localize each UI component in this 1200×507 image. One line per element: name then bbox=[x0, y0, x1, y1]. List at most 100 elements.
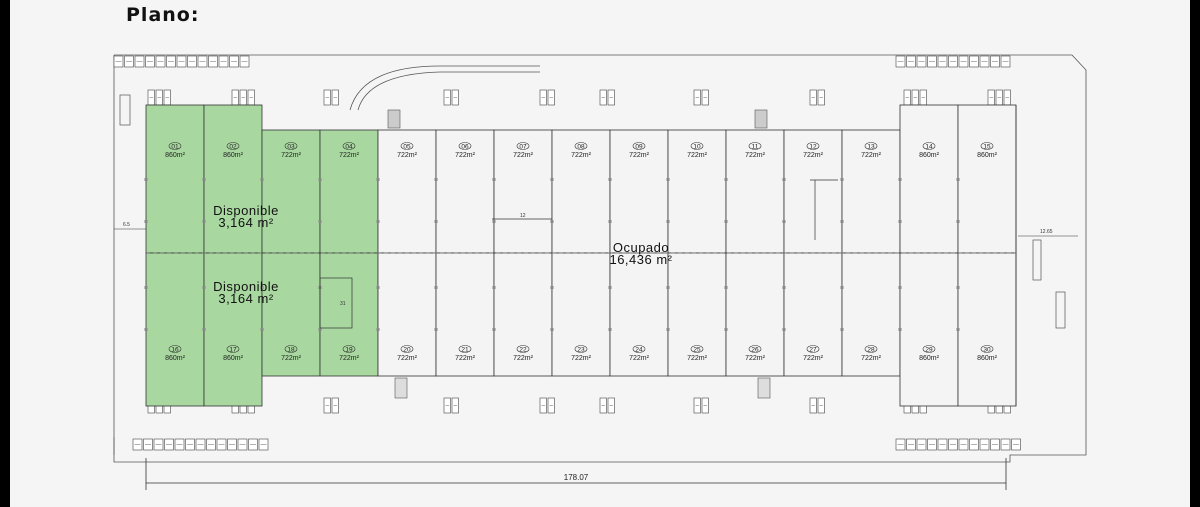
bay-14 bbox=[899, 104, 959, 254]
column bbox=[260, 286, 264, 289]
column bbox=[782, 220, 786, 223]
column bbox=[260, 178, 264, 181]
column bbox=[376, 328, 380, 331]
column bbox=[898, 178, 902, 181]
column bbox=[434, 178, 438, 181]
occupied-label: Ocupado bbox=[613, 240, 669, 255]
bay-area: 722m² bbox=[861, 355, 882, 362]
column bbox=[550, 220, 554, 223]
column bbox=[550, 178, 554, 181]
bay-04 bbox=[319, 129, 379, 254]
bay-30 bbox=[957, 252, 1017, 407]
column bbox=[956, 286, 960, 289]
column bbox=[840, 220, 844, 223]
column bbox=[724, 220, 728, 223]
bay-number-badge bbox=[980, 142, 994, 150]
bay-number: 05 bbox=[403, 143, 411, 150]
column bbox=[492, 328, 496, 331]
bay-05 bbox=[377, 129, 437, 254]
ramp bbox=[387, 109, 401, 129]
bay-number: 28 bbox=[867, 346, 875, 353]
bay-08 bbox=[551, 129, 611, 254]
bay-area: 860m² bbox=[165, 152, 186, 159]
column bbox=[492, 286, 496, 289]
available-area-bottom: 3,164 m² bbox=[218, 291, 273, 306]
bay-area: 722m² bbox=[281, 355, 302, 362]
column bbox=[666, 220, 670, 223]
bay-number: 29 bbox=[925, 346, 933, 353]
bay-number-badge bbox=[690, 142, 704, 150]
column bbox=[666, 286, 670, 289]
bay-area: 860m² bbox=[977, 355, 998, 362]
column bbox=[318, 178, 322, 181]
bay-number: 26 bbox=[751, 346, 759, 353]
bay-15 bbox=[957, 104, 1017, 254]
bay-number-badge bbox=[168, 142, 182, 150]
column bbox=[144, 286, 148, 289]
bay-number: 03 bbox=[287, 143, 295, 150]
bay-area: 860m² bbox=[223, 355, 244, 362]
bay-number-badge bbox=[632, 142, 646, 150]
bay-03 bbox=[261, 129, 321, 254]
bay-number: 15 bbox=[983, 143, 991, 150]
bay-number: 23 bbox=[577, 346, 585, 353]
bay-number-badge bbox=[748, 142, 762, 150]
column bbox=[608, 220, 612, 223]
bay-number: 01 bbox=[171, 143, 179, 150]
bay-27 bbox=[783, 252, 843, 377]
bay-11 bbox=[725, 129, 785, 254]
bay-number-badge bbox=[284, 345, 298, 353]
column bbox=[724, 286, 728, 289]
column bbox=[782, 328, 786, 331]
column bbox=[724, 328, 728, 331]
site-boundary bbox=[113, 54, 1087, 463]
bay-06 bbox=[435, 129, 495, 254]
bay-number-badge bbox=[400, 345, 414, 353]
column bbox=[840, 178, 844, 181]
bay-area: 722m² bbox=[513, 152, 534, 159]
column bbox=[202, 178, 206, 181]
bay-number-badge bbox=[574, 345, 588, 353]
inner-dimension: 12 bbox=[520, 213, 526, 219]
bay-number-badge bbox=[226, 142, 240, 150]
bay-area: 722m² bbox=[513, 355, 534, 362]
ramp bbox=[757, 377, 771, 399]
bay-area: 722m² bbox=[281, 152, 302, 159]
bay-number: 19 bbox=[345, 346, 353, 353]
column bbox=[840, 286, 844, 289]
bay-number-badge bbox=[516, 142, 530, 150]
column bbox=[898, 286, 902, 289]
column bbox=[434, 328, 438, 331]
bay-area: 722m² bbox=[339, 152, 360, 159]
bay-number-badge bbox=[922, 345, 936, 353]
bay-number-badge bbox=[806, 345, 820, 353]
column bbox=[260, 220, 264, 223]
bay-number-badge bbox=[342, 345, 356, 353]
bay-22 bbox=[493, 252, 553, 377]
bay-number-badge bbox=[864, 345, 878, 353]
bay-16 bbox=[145, 252, 205, 407]
access-road bbox=[357, 71, 540, 111]
column bbox=[956, 178, 960, 181]
bay-area: 722m² bbox=[629, 152, 650, 159]
bay-area: 722m² bbox=[803, 355, 824, 362]
column bbox=[202, 220, 206, 223]
bay-number-badge bbox=[342, 142, 356, 150]
bay-02 bbox=[203, 104, 263, 254]
bay-number: 14 bbox=[925, 143, 933, 150]
column bbox=[608, 286, 612, 289]
bay-number-badge bbox=[400, 142, 414, 150]
bay-01 bbox=[145, 104, 205, 254]
floor-plan-drawing: 01860m²16860m²02860m²17860m²03722m²18722… bbox=[113, 54, 1087, 490]
available-label-top: Disponible bbox=[213, 203, 279, 218]
bay-area: 860m² bbox=[165, 355, 186, 362]
bay-10 bbox=[667, 129, 727, 254]
column bbox=[550, 328, 554, 331]
available-area-top: 3,164 m² bbox=[218, 215, 273, 230]
bay-number-badge bbox=[922, 142, 936, 150]
bay-number-badge bbox=[284, 142, 298, 150]
bay-25 bbox=[667, 252, 727, 377]
column bbox=[724, 178, 728, 181]
bay-number-badge bbox=[226, 345, 240, 353]
column bbox=[898, 220, 902, 223]
